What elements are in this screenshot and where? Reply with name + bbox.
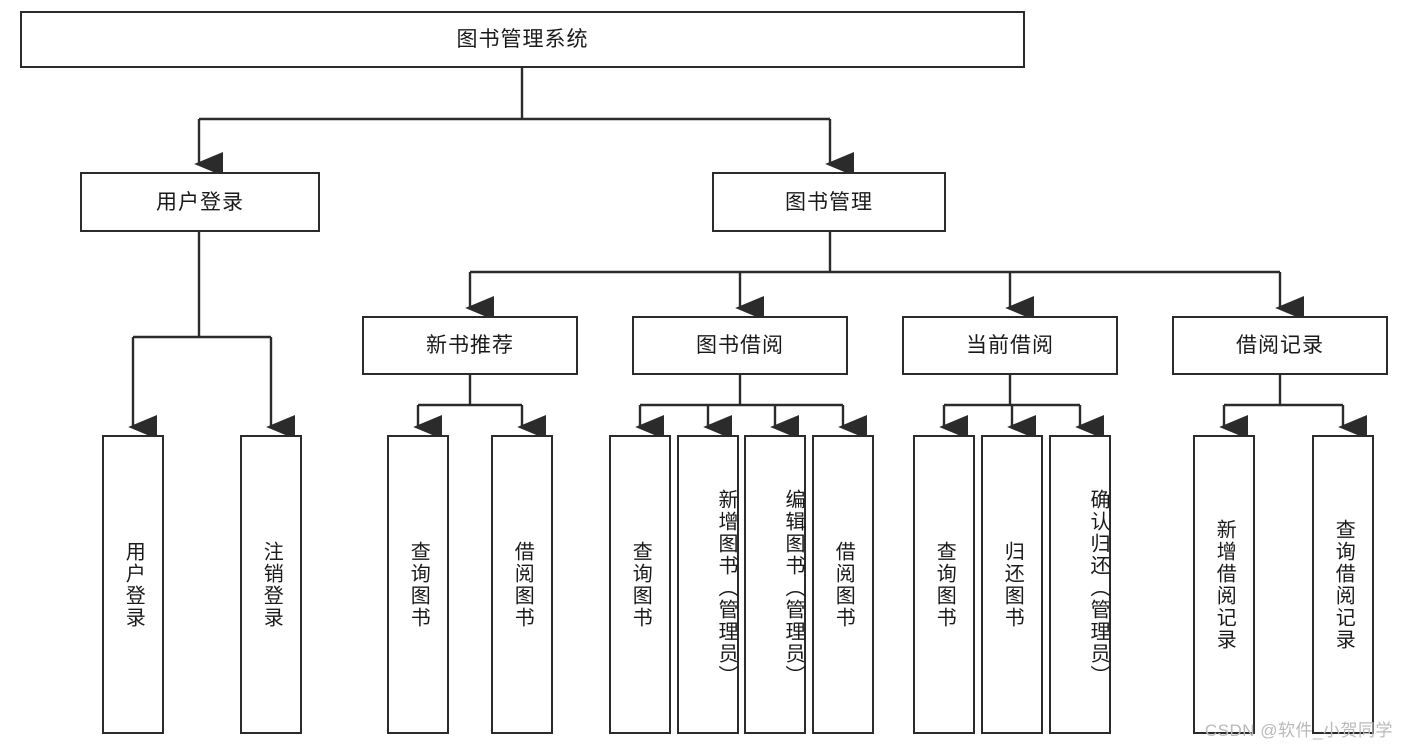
node-book-borrow[interactable]: 图书借阅: [632, 316, 848, 375]
node-book-manage[interactable]: 图书管理: [712, 172, 946, 232]
leaf-current-borrow-3[interactable]: 确认归还（管理员）: [1049, 435, 1111, 734]
leaf-user-login-2[interactable]: 注销登录: [240, 435, 302, 734]
leaf-book-borrow-3[interactable]: 编辑图书（管理员）: [744, 435, 806, 734]
leaf-current-borrow-1[interactable]: 查询图书: [913, 435, 975, 734]
node-user-login[interactable]: 用户登录: [80, 172, 320, 232]
leaf-user-login-2-label: 注销登录: [260, 540, 283, 629]
node-book-manage-label: 图书管理: [785, 190, 873, 214]
leaf-book-borrow-2-label: 新增图书（管理员）: [715, 488, 737, 687]
leaf-book-borrow-4-label: 借阅图书: [832, 540, 855, 629]
leaf-book-borrow-4[interactable]: 借阅图书: [812, 435, 874, 734]
node-current-borrow[interactable]: 当前借阅: [902, 316, 1118, 375]
leaf-current-borrow-2-label: 归还图书: [1001, 540, 1024, 629]
leaf-borrow-record-2[interactable]: 查询借阅记录: [1312, 435, 1374, 734]
leaf-book-borrow-1-label: 查询图书: [629, 540, 652, 629]
leaf-borrow-record-1-label: 新增借阅记录: [1213, 518, 1236, 651]
leaf-new-book-2-label: 借阅图书: [511, 540, 534, 629]
node-book-borrow-label: 图书借阅: [696, 334, 784, 357]
node-new-book-recommend[interactable]: 新书推荐: [362, 316, 578, 375]
leaf-new-book-1[interactable]: 查询图书: [387, 435, 449, 734]
leaf-user-login-1[interactable]: 用户登录: [102, 435, 164, 734]
leaf-current-borrow-2[interactable]: 归还图书: [981, 435, 1043, 734]
watermark: CSDN @软件_小贺同学: [1204, 721, 1393, 740]
leaf-book-borrow-2[interactable]: 新增图书（管理员）: [677, 435, 739, 734]
node-root[interactable]: 图书管理系统: [20, 11, 1025, 68]
leaf-borrow-record-2-label: 查询借阅记录: [1332, 518, 1355, 651]
node-user-login-label: 用户登录: [156, 190, 244, 214]
node-root-label: 图书管理系统: [456, 28, 589, 51]
node-borrow-record[interactable]: 借阅记录: [1172, 316, 1388, 375]
node-current-borrow-label: 当前借阅: [966, 334, 1054, 357]
node-new-book-recommend-label: 新书推荐: [426, 334, 514, 357]
node-borrow-record-label: 借阅记录: [1236, 334, 1324, 357]
leaf-current-borrow-3-label: 确认归还（管理员）: [1087, 488, 1109, 687]
leaf-new-book-2[interactable]: 借阅图书: [491, 435, 553, 734]
leaf-book-borrow-3-label: 编辑图书（管理员）: [782, 488, 804, 687]
leaf-current-borrow-1-label: 查询图书: [933, 540, 956, 629]
leaf-user-login-1-label: 用户登录: [122, 540, 145, 629]
leaf-book-borrow-1[interactable]: 查询图书: [609, 435, 671, 734]
leaf-borrow-record-1[interactable]: 新增借阅记录: [1193, 435, 1255, 734]
leaf-new-book-1-label: 查询图书: [407, 540, 430, 629]
